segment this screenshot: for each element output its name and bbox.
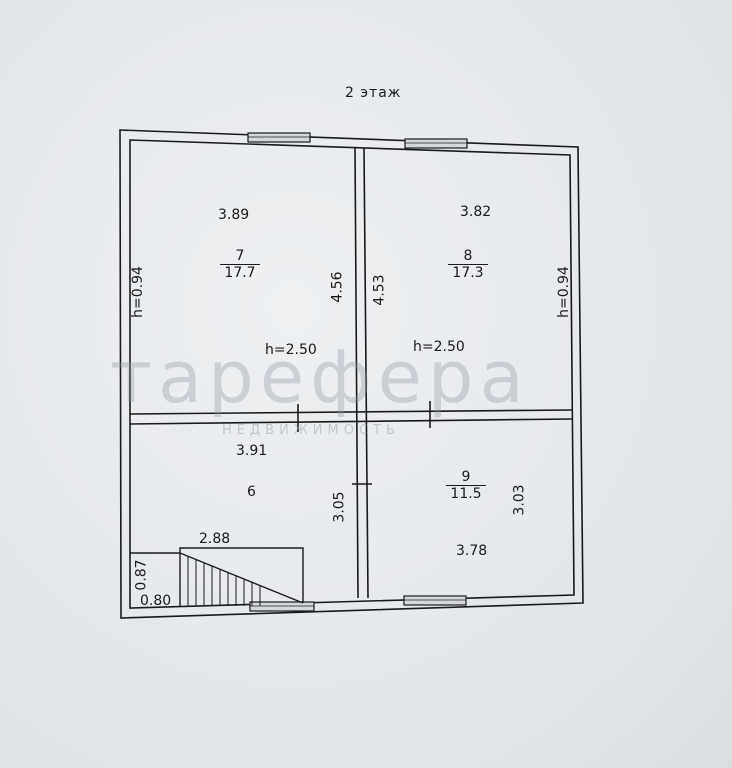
room-7-area: 17.7: [224, 265, 256, 282]
room-9-number: 9: [446, 469, 486, 487]
room-9-area: 11.5: [450, 486, 482, 503]
window-top-left: [247, 132, 311, 143]
room-8-ceiling: h=2.50: [413, 339, 465, 355]
room-6-number: 6: [247, 484, 256, 500]
partition-horizontal-top: [129, 409, 573, 415]
right-side-height: h=0.94: [555, 266, 572, 318]
room-9-length: 3.03: [511, 484, 528, 516]
room-8-area: 17.3: [452, 265, 484, 282]
room-7-width: 3.89: [218, 207, 250, 223]
partition-horizontal-bottom: [129, 418, 573, 425]
room-8-number: 8: [448, 248, 488, 266]
room-8-width: 3.82: [460, 204, 492, 220]
stair-step: 0.80: [140, 593, 172, 609]
stair-depth: 0.87: [133, 559, 150, 591]
stair-width: 2.88: [199, 531, 231, 547]
room-7-length: 4.56: [329, 271, 346, 303]
room-7-ceiling: h=2.50: [265, 342, 317, 358]
outer-wall-inner: [129, 139, 575, 609]
window-bottom-left: [249, 601, 315, 612]
window-top-right: [404, 138, 468, 149]
room-9-label: 9 11.5: [446, 469, 486, 502]
room-8-length: 4.53: [371, 274, 388, 306]
room-6-length: 3.05: [331, 491, 348, 523]
watermark-subtitle: НЕДВИЖИМОСТЬ: [222, 423, 400, 438]
room-8-label: 8 17.3: [448, 248, 488, 281]
room-7-label: 7 17.7: [220, 248, 260, 281]
room-9-width: 3.78: [456, 543, 488, 559]
window-bottom-right: [403, 595, 467, 606]
stair-drawing: [130, 547, 304, 606]
room-7-number: 7: [220, 248, 260, 266]
partition-vertical-right: [363, 147, 369, 599]
watermark-logo: тарефера: [110, 335, 530, 419]
floor-title: 2 этаж: [345, 85, 402, 101]
partition-vertical-left: [354, 147, 359, 599]
room-6-width: 3.91: [236, 443, 268, 459]
left-side-height: h=0.94: [129, 266, 146, 318]
